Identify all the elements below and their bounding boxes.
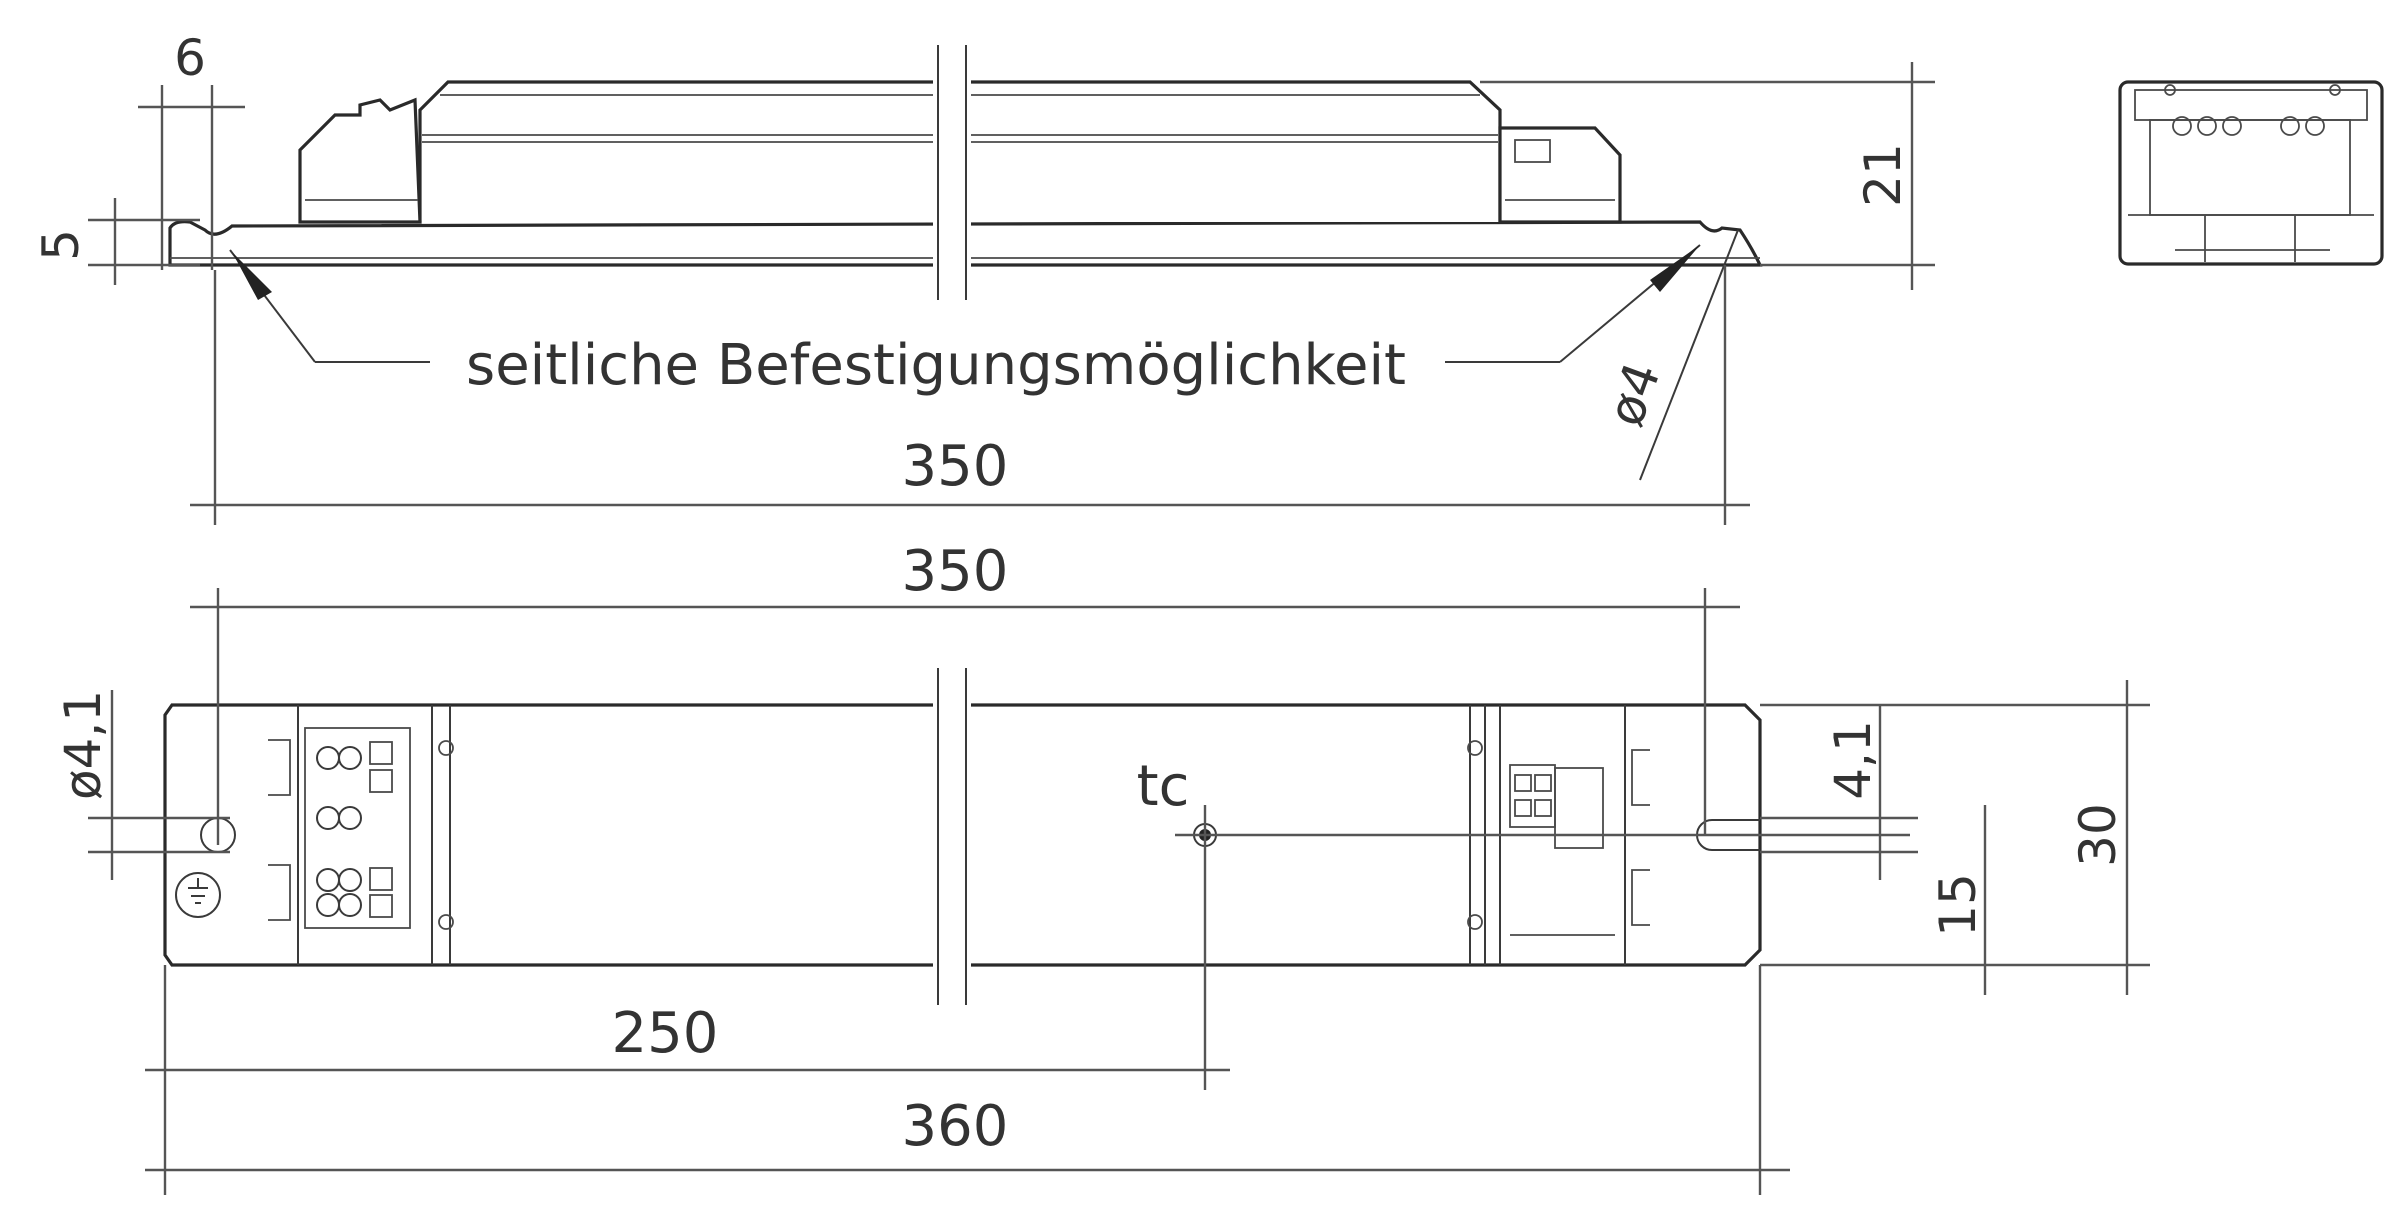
dim-flange-height-label: 5 (32, 229, 90, 261)
dim-side-hole: ø4 (1596, 229, 1739, 481)
dim-height: 21 (1480, 62, 1935, 290)
dim-height-label: 21 (1854, 143, 1912, 207)
dim-total-length: 360 (145, 965, 1790, 1195)
dim-slot-offset-label: 15 (1929, 873, 1987, 937)
dim-slot-width: 4,1 (1760, 705, 1918, 880)
dim-tc-position: 250 (145, 965, 1230, 1090)
earth-icon (175, 872, 221, 918)
dim-side-length-label: 350 (902, 434, 1009, 499)
top-break (933, 665, 971, 1010)
side-break (933, 40, 971, 305)
dim-hole-spacing: 350 (190, 539, 1740, 845)
dim-width: 30 (1760, 680, 2150, 995)
dim-slot-offset: 15 (1760, 805, 2010, 995)
dim-flange-width: 6 (138, 29, 245, 270)
end-view (2118, 80, 2384, 266)
dim-side-hole-label: ø4 (1596, 355, 1672, 433)
right-terminal-block (1509, 764, 1615, 936)
top-view: tc 350 ø4,1 4,1 15 (54, 539, 2150, 1195)
tc-marker: tc (1137, 754, 1910, 1090)
side-view: 6 5 21 seitliche Befestigungsmöglichkeit (32, 29, 1935, 525)
dim-flange-height: 5 (32, 198, 200, 285)
dim-hole-spacing-label: 350 (902, 539, 1009, 604)
dim-top-hole: ø4,1 (54, 690, 230, 880)
dim-width-label: 30 (2069, 803, 2127, 867)
end-view-body (2118, 80, 2384, 266)
dim-tc-position-label: 250 (612, 1001, 719, 1066)
dim-slot-width-label: 4,1 (1824, 720, 1882, 800)
dim-top-hole-label: ø4,1 (54, 690, 112, 800)
end-view-contacts (2164, 84, 2341, 136)
fixing-annotation: seitliche Befestigungsmöglichkeit (466, 333, 1406, 398)
side-right-terminal-detail (1514, 139, 1551, 163)
side-right-terminal (1498, 126, 1622, 224)
fixing-leaders (229, 244, 1701, 363)
tc-label: tc (1137, 754, 1190, 819)
left-terminal-block (304, 727, 411, 929)
side-left-terminal (298, 97, 422, 224)
dim-flange-width-label: 6 (174, 29, 206, 87)
dim-side-length: 350 (190, 265, 1750, 525)
dim-total-length-label: 360 (902, 1094, 1009, 1159)
